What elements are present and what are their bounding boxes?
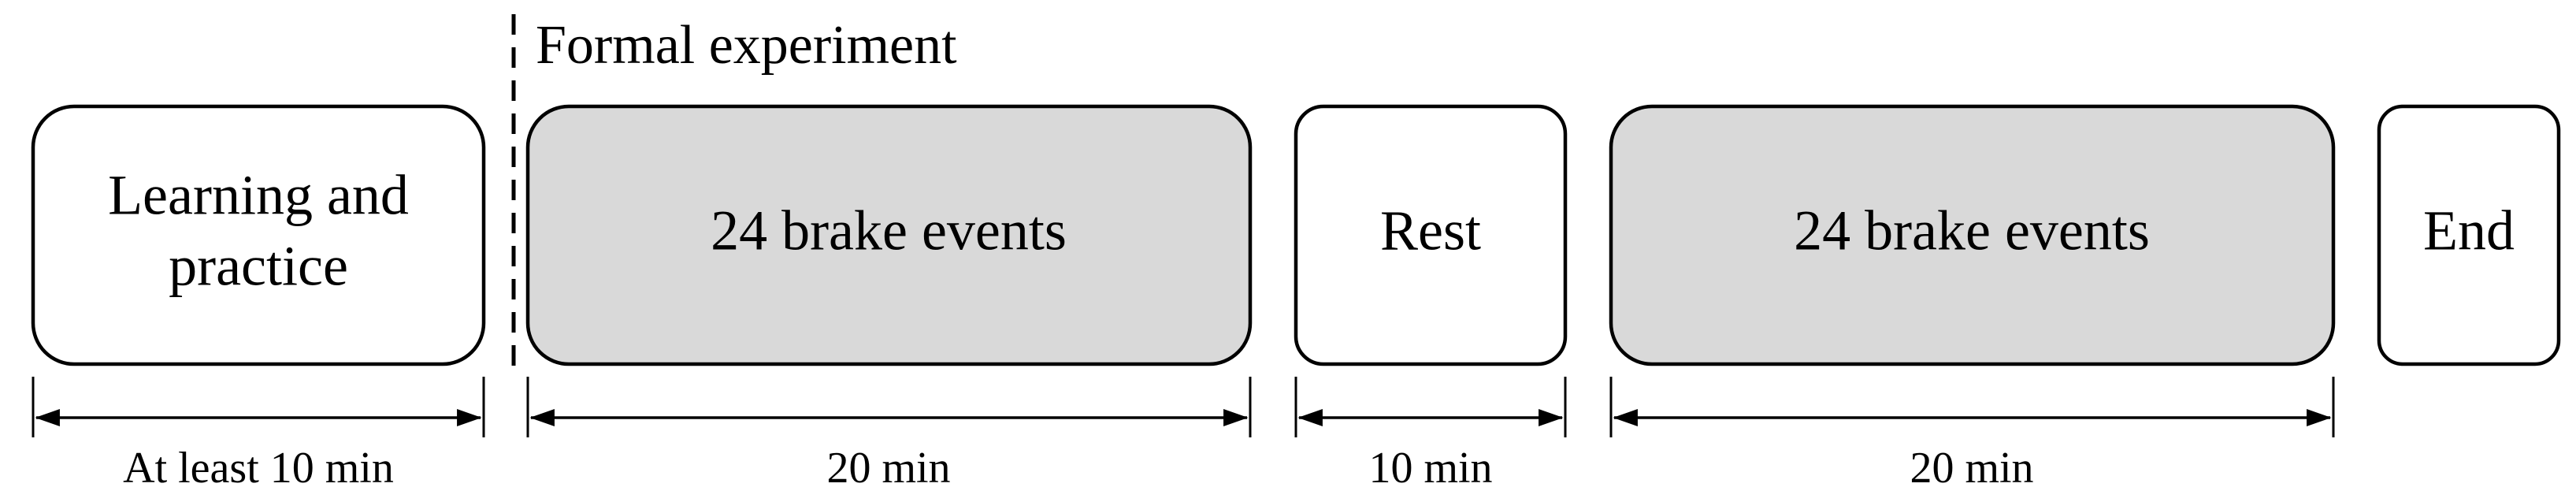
- stage-box: [525, 104, 1253, 366]
- stage-label: End: [2423, 199, 2515, 262]
- stage-label: Rest: [1380, 199, 1481, 262]
- stage-end: End: [2377, 104, 2561, 366]
- stage-box: [1294, 104, 1568, 366]
- duration-label: At least 10 min: [123, 444, 394, 493]
- duration-label: 20 min: [826, 444, 950, 493]
- duration-arrow-3: 10 min: [1294, 377, 1567, 493]
- stage-rest: Rest: [1294, 104, 1568, 366]
- stage-box: [31, 104, 486, 366]
- duration-label: 10 min: [1368, 444, 1492, 493]
- stage-label: 24 brake events: [711, 199, 1067, 262]
- duration-label: 20 min: [1910, 444, 2033, 493]
- duration-arrow-4: 20 min: [1609, 377, 2335, 493]
- stage-label-line2: practice: [169, 235, 348, 298]
- stage-learning-practice: Learning and practice: [31, 104, 486, 366]
- stage-box: [1609, 104, 2336, 366]
- stage-brake-events-1: 24 brake events: [525, 104, 1253, 366]
- stage-brake-events-2: 24 brake events: [1609, 104, 2336, 366]
- formal-experiment-label: Formal experiment: [536, 15, 957, 76]
- duration-arrow-1: At least 10 min: [32, 377, 485, 493]
- stage-label-line1: Learning and: [108, 164, 409, 227]
- stage-label: 24 brake events: [1794, 199, 2150, 262]
- stage-box: [2377, 104, 2561, 366]
- duration-arrow-2: 20 min: [526, 377, 1252, 493]
